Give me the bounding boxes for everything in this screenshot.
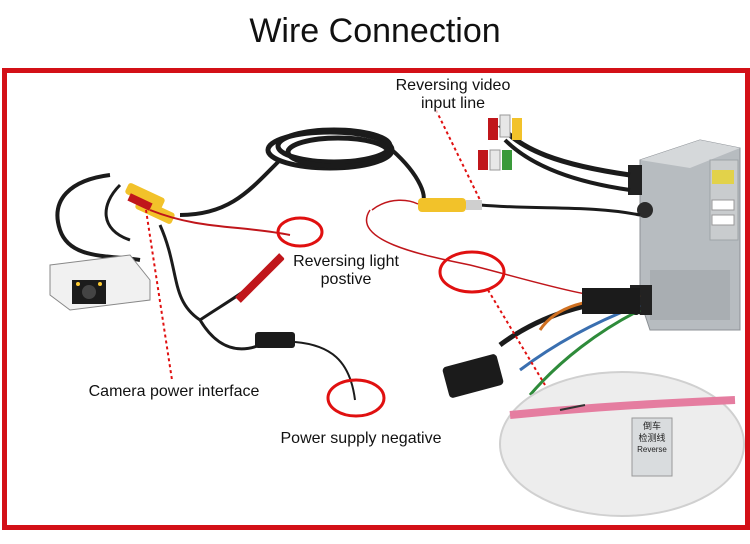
sticker-line-1: 倒车: [642, 421, 661, 431]
camera-module: [49, 173, 151, 311]
label-reversing-light-line1: Reversing light: [293, 253, 399, 270]
label-reversing-light-line2: postive: [320, 271, 372, 288]
camera-connectors: [125, 183, 291, 322]
page-title: Wire Connection: [249, 12, 501, 50]
red-inline-wire: [199, 253, 285, 322]
label-reversing-video-line1: Reversing video: [395, 77, 511, 94]
label-reversing-video-line2: input line: [420, 95, 486, 112]
label-camera-power: Camera power interface: [76, 383, 272, 401]
sticker-line-2: 检测线: [638, 433, 666, 443]
head-unit: [628, 139, 741, 331]
label-reversing-light: Reversing light postive: [284, 253, 408, 289]
zoom-inset: [499, 371, 745, 517]
black-negative-wire: [198, 319, 356, 401]
rca-bundle: [478, 114, 631, 192]
callouts: [145, 109, 546, 418]
label-reversing-video: Reversing video input line: [386, 77, 520, 113]
sticker-line-3: Reverse: [637, 445, 667, 454]
main-harness: [442, 288, 641, 411]
yellow-rca-connector: [418, 198, 482, 212]
reverse-sticker: 倒车 检测线 Reverse: [632, 420, 672, 456]
label-power-negative: Power supply negative: [268, 430, 454, 448]
